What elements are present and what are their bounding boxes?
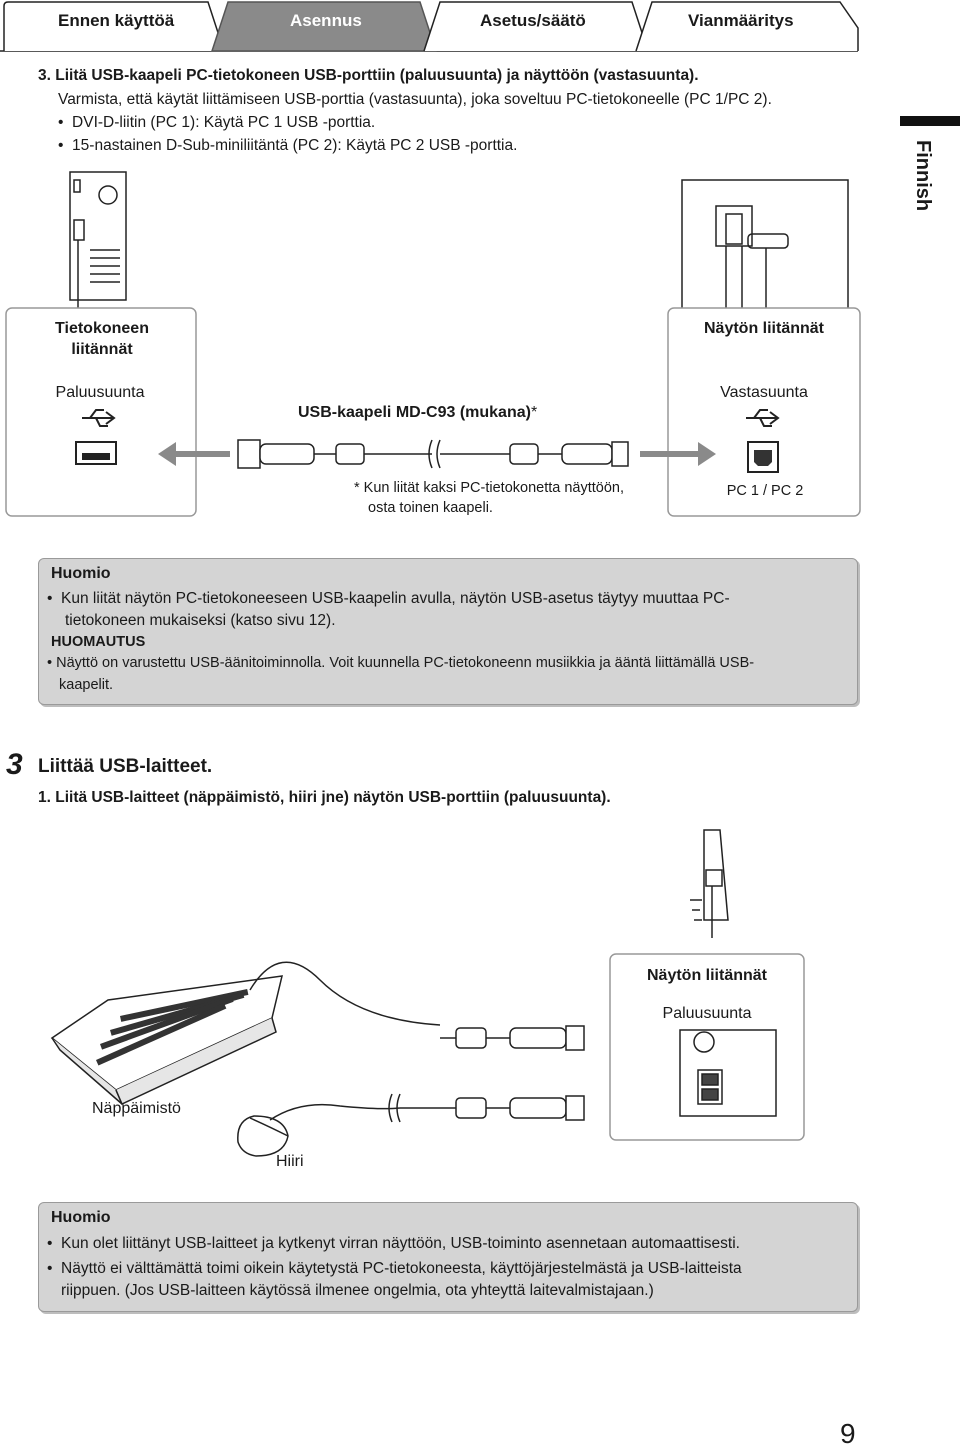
pc-connectors-title-2: liitännät <box>71 341 133 358</box>
note1-heading: Huomio <box>51 565 111 582</box>
tab-asetus-saato[interactable]: Asetus/säätö <box>480 11 586 30</box>
substep-bullet-1: • DVI-D-liitin (PC 1): Käytä PC 1 USB -p… <box>58 114 376 131</box>
note1-remark-line-2: kaapelit. <box>59 677 114 693</box>
step-title: Liittää USB-laitteet. <box>38 756 213 777</box>
keyboard-illustration <box>50 961 441 1106</box>
tabs-shapes <box>0 1 859 52</box>
note1-subheading: HUOMAUTUS <box>51 634 146 650</box>
usb-devices-diagram <box>50 829 805 1157</box>
step-number: 3 <box>6 748 23 781</box>
footnote-line-2: osta toinen kaapeli. <box>368 500 493 516</box>
page-number: 9 <box>840 1418 856 1449</box>
monitor-port-direction: Vastasuunta <box>720 384 808 401</box>
note1-remark-line-1: • Näyttö on varustettu USB-äänitoiminnol… <box>47 655 755 671</box>
monitor-connectors-title: Näytön liitännät <box>703 320 824 337</box>
pc-port-direction: Paluusuunta <box>55 384 145 401</box>
monitor-ports-title: Näytön liitännät <box>646 967 767 984</box>
device-usb-cables <box>388 1025 585 1123</box>
note2-bullet-1: • Kun olet liittänyt USB-laitteet ja kyt… <box>47 1235 740 1252</box>
top-tabs: Ennen käyttöä Asennus Asetus/säätö Vianm… <box>0 0 960 52</box>
pc-connectors-box <box>5 307 197 517</box>
usb-symbol-icons <box>82 409 780 427</box>
substep-bullet-2: • 15-nastainen D-Sub-miniliitäntä (PC 2)… <box>58 137 518 154</box>
monitor-side-illustration <box>690 829 729 938</box>
usb-cable-diagram <box>5 171 861 517</box>
tab-shape-4 <box>635 1 859 52</box>
monitor-usb-ports <box>679 1029 777 1117</box>
substep-heading: 3. Liitä USB-kaapeli PC-tietokoneen USB-… <box>38 67 699 84</box>
note1-bullet-line-1: • Kun liität näytön PC-tietokoneeseen US… <box>47 590 730 607</box>
language-label: Finnish <box>912 140 934 212</box>
monitor-port-direction-2: Paluusuunta <box>662 1005 752 1022</box>
mouse-label: Hiiri <box>276 1153 304 1170</box>
note2-bullet-2-line-1: • Näyttö ei välttämättä toimi oikein käy… <box>47 1260 742 1277</box>
tab-ennen-kayttoa[interactable]: Ennen käyttöä <box>58 11 175 30</box>
monitor-illustration <box>681 179 849 311</box>
note-box-1: Huomio • Kun liität näytön PC-tietokonee… <box>38 558 858 705</box>
monitor-connectors-box <box>667 307 861 517</box>
pc-connectors-title-1: Tietokoneen <box>55 320 149 337</box>
tab-shape-2 <box>210 1 438 52</box>
mouse-illustration <box>237 1103 401 1157</box>
tab-shape-3 <box>423 1 649 52</box>
arrow-right <box>698 442 716 466</box>
note1-bullet-line-2: tietokoneen mukaiseksi (katso sivu 12). <box>65 612 336 629</box>
pc-tower-illustration <box>69 171 127 308</box>
note2-heading: Huomio <box>51 1209 111 1226</box>
tab-asennus[interactable]: Asennus <box>290 11 362 30</box>
pc-select-label: PC 1 / PC 2 <box>726 483 804 499</box>
tab-shape-1 <box>3 1 225 52</box>
substep-line1: Varmista, että käytät liittämiseen USB-p… <box>58 91 772 108</box>
note2-bullet-2-line-2: riippuen. (Jos USB-laitteen käytössä ilm… <box>61 1282 654 1299</box>
usb-cable-illustration <box>237 439 629 469</box>
cable-label: USB-kaapeli MD-C93 (mukana)* <box>298 404 538 421</box>
tab-vianmaaritys[interactable]: Vianmääritys <box>688 11 794 30</box>
keyboard-label: Näppäimistö <box>92 1100 181 1117</box>
arrow-left <box>158 442 176 466</box>
language-marker <box>900 116 960 126</box>
step-sub-1: 1. Liitä USB-laitteet (näppäimistö, hiir… <box>38 789 611 806</box>
note-box-2: Huomio • Kun olet liittänyt USB-laitteet… <box>38 1202 858 1312</box>
footnote-line-1: * Kun liität kaksi PC-tietokonetta näytt… <box>354 480 625 496</box>
